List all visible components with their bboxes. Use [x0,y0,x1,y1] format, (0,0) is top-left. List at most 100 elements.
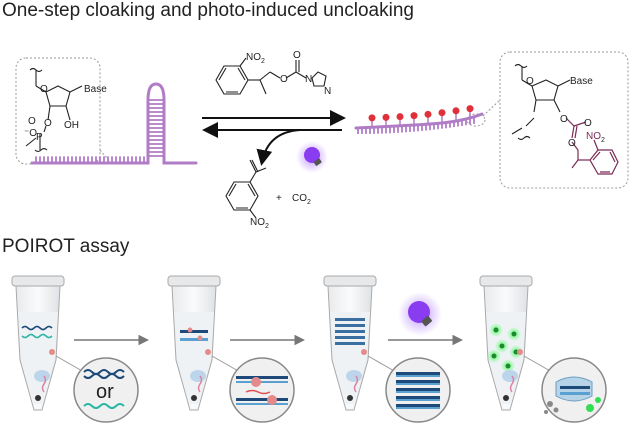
tube-liquid [174,312,214,404]
duplex-strand [396,383,440,385]
rna-squiggle [41,375,47,393]
right-structure-box [499,51,629,189]
reagent-imidazole-n1: N [305,74,312,85]
protein-blob [502,370,518,382]
folded-rna-hairpin [30,82,198,165]
left-base-label: Base [84,84,107,95]
cloak-adduct [424,110,432,118]
duplex-strand [335,336,365,339]
tube-cap [479,275,533,287]
left-oh-label: OH [64,120,79,131]
cloak-adduct [396,113,404,121]
dna-strand [21,325,53,331]
right-carbonyl-o: O [584,118,592,129]
cloak-adduct [438,109,446,117]
fluorescent-dot [513,349,519,355]
duplex-strand [396,399,440,401]
cloak-adduct [452,107,460,115]
magnifier-4 [541,357,607,423]
duplex-strand [396,380,440,383]
fluorescent-dot [505,363,511,369]
co2-label: CO2 [292,193,311,206]
left-structure-box [15,57,113,165]
magnifier-connector [367,355,397,373]
magnifier-3 [385,357,451,423]
magnifier-connector [523,355,553,373]
rna-squiggle [353,375,359,393]
left-ester-oxygen: O [44,118,52,129]
highlight-dot [517,349,523,355]
tube-4 [479,275,553,411]
cloak-adduct [368,114,376,122]
cloak-adduct [466,105,474,113]
duplex-strand [335,318,365,321]
right-alkoxy-o: O [568,138,576,149]
adduct-dot [197,335,203,341]
left-o-minus: ⁻O [24,128,37,139]
duplex-strand [396,404,440,407]
left-ring-oxygen: O [40,84,48,95]
rna-squiggle [509,375,515,393]
reagent-no2: NO2 [246,52,265,65]
tube-cap [11,275,65,287]
adduct-dot [187,327,193,333]
light-bulb-icon [296,141,328,173]
assay-light-bulb-icon [398,292,442,336]
byproduct-no2: NO2 [250,217,269,230]
tube-1 [11,275,85,411]
fluorescent-dot [491,353,497,359]
right-no2: NO2 [586,131,605,144]
duplex-strand [396,372,440,375]
cloak-adduct [410,112,418,120]
right-ester-oxygen: O [560,114,568,125]
magnifier-connector [55,355,85,373]
duplex-strand [335,342,365,345]
tube-cap [167,275,221,287]
right-base-label: Base [570,76,593,87]
cloaked-rna-strand [354,99,501,134]
reagent-ester-o: O [280,74,288,85]
byproduct-molecule [225,159,267,219]
release-arrow [256,129,301,166]
protein-blob [346,370,362,382]
left-phosphorus: P [36,132,43,143]
magnifier-2 [229,357,295,423]
duplex-strand [335,324,365,327]
protein-blob [34,370,50,382]
magnifier-connector [211,355,241,373]
or-label: or [96,381,114,403]
reagent-imidazole-n2: N [324,86,331,97]
pellet [191,395,197,401]
right-cloak-group [565,117,619,175]
highlight-dot [205,349,211,355]
tube-liquid [330,312,370,404]
duplex-strand [396,396,440,399]
section-title-cloaking: One-step cloaking and photo-induced uncl… [2,0,414,21]
rna-squiggle [197,375,203,393]
duplex-strand [180,338,208,341]
fluorescent-dot [493,327,499,333]
cloak-adduct [382,113,390,121]
pellet [503,395,509,401]
magnifier-1: or [73,357,139,423]
section-title-assay: POIROT assay [2,236,130,257]
duplex-strand [396,388,440,391]
tube-cap [323,275,377,287]
dna-strand [21,333,53,339]
duplex-strand [180,330,208,333]
duplex-strand [335,330,365,333]
pellet [347,395,353,401]
left-nucleotide-drawing [25,67,83,153]
duplex-strand [396,375,440,377]
protein-blob [190,370,206,382]
reagent-molecule [215,57,327,95]
right-ring-oxygen: O [526,76,534,87]
plus-sign: + [276,193,282,204]
pellet [35,395,41,401]
reagent-carbonyl-o: O [293,50,301,61]
tube-3 [323,275,397,411]
fluorescent-dot [499,343,505,349]
duplex-strand [396,391,440,393]
right-nucleotide-drawing [511,63,571,141]
